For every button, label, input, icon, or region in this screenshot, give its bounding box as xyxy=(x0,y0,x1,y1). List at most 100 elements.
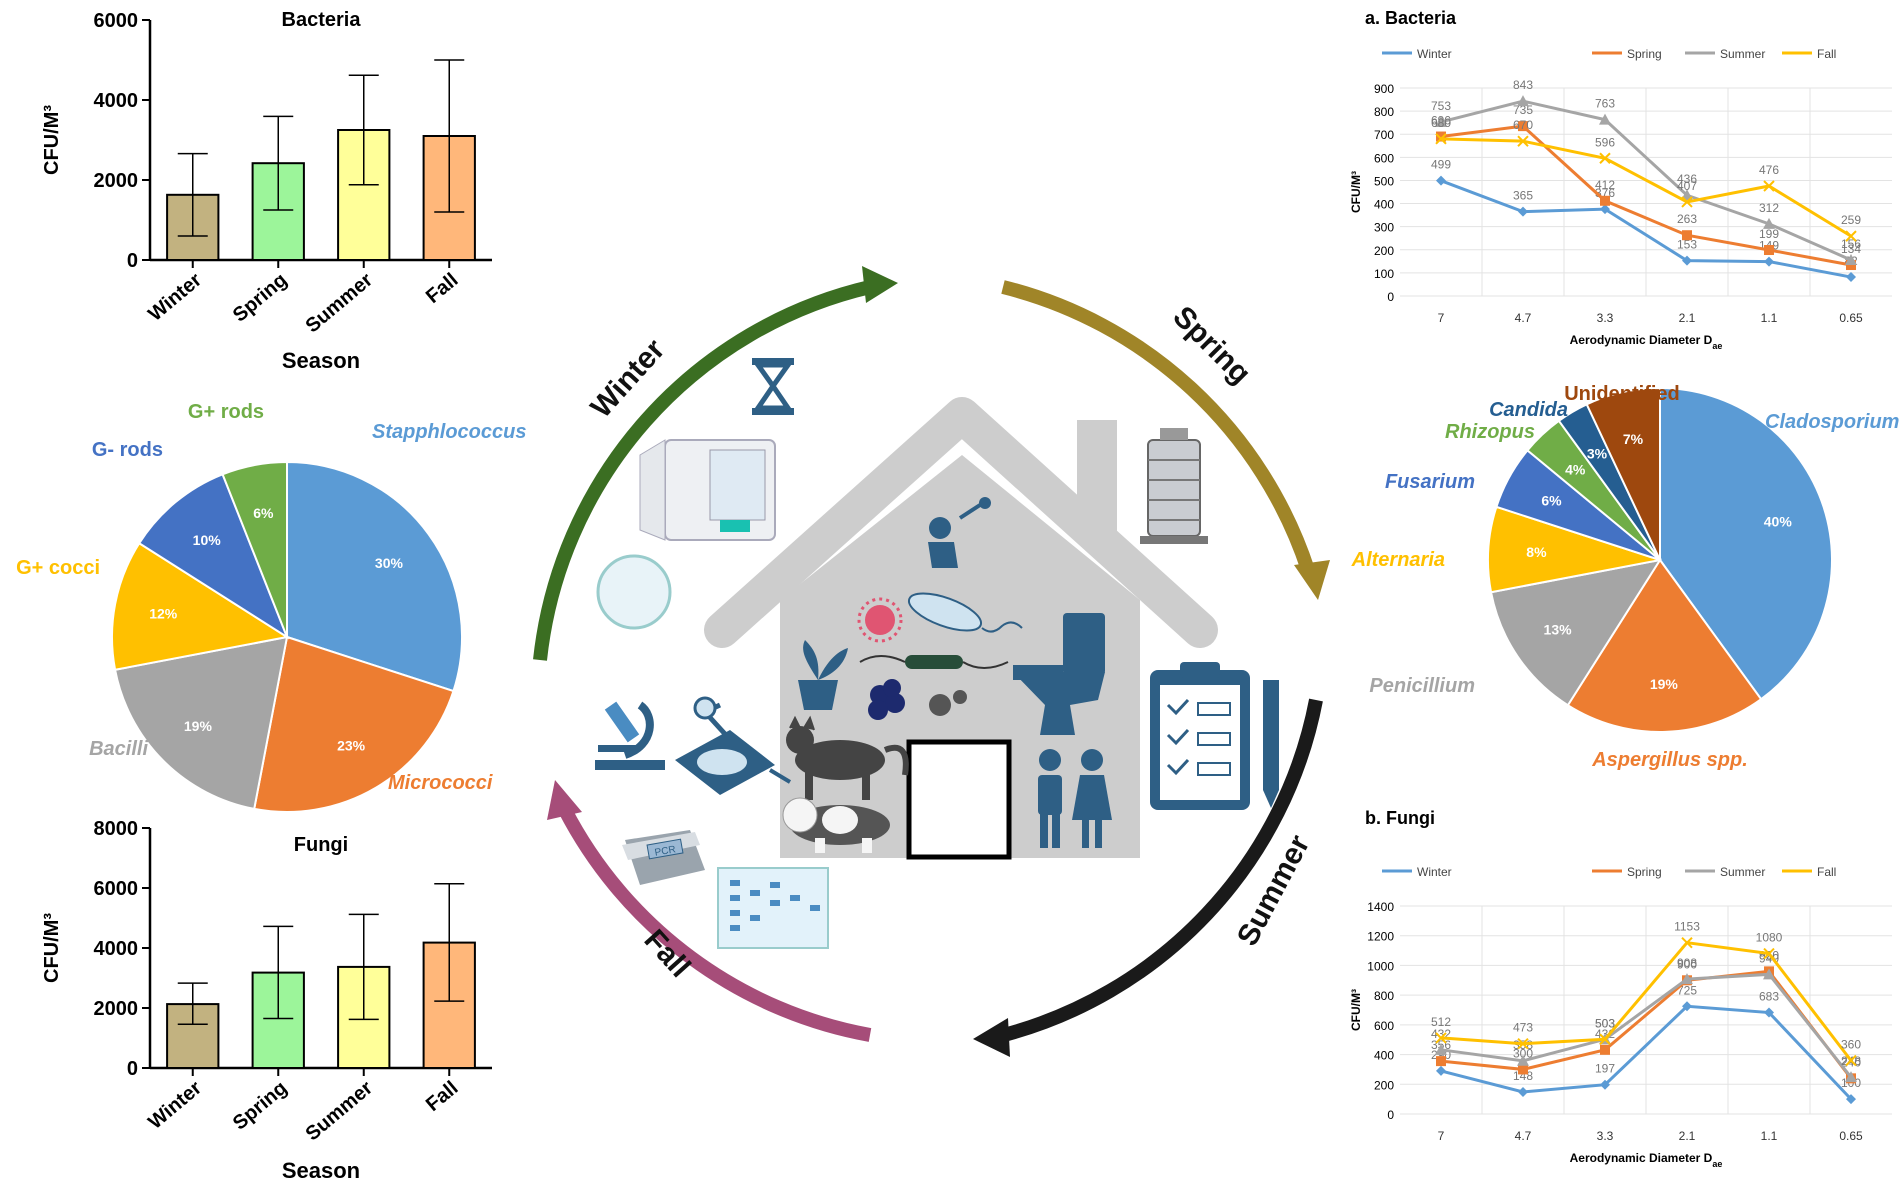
legend-label: Spring xyxy=(1627,47,1662,61)
data-label: 436 xyxy=(1677,172,1697,186)
data-point xyxy=(1763,947,1775,960)
x-axis-title: Aerodynamic Diameter Dae xyxy=(1570,1151,1723,1169)
pie-value-label: 23% xyxy=(337,737,366,753)
pie-value-label: 19% xyxy=(1650,676,1679,692)
x-tick-label: 7 xyxy=(1438,1129,1445,1143)
pie-slice xyxy=(286,460,463,693)
pie-category-label: Cladosporium xyxy=(1765,411,1899,433)
data-point xyxy=(1600,195,1610,206)
pie-value-label: 30% xyxy=(375,555,404,571)
series-line xyxy=(1440,124,1852,267)
x-axis-title-subscript: ae xyxy=(1712,1159,1722,1169)
gel-icon xyxy=(717,867,829,949)
data-point xyxy=(1846,1094,1856,1105)
y-tick-label: 600 xyxy=(1374,1019,1394,1033)
window-icon xyxy=(906,739,1012,860)
data-point xyxy=(1763,217,1775,229)
pie-value-label: 3% xyxy=(1587,445,1608,461)
chart-title: Bacteria xyxy=(282,9,362,31)
x-tick-label: Fall xyxy=(422,269,463,308)
data-label: 312 xyxy=(1759,201,1779,215)
incubator-icon xyxy=(639,439,776,541)
data-point xyxy=(1517,135,1529,147)
data-label: 763 xyxy=(1595,97,1615,111)
data-point xyxy=(1846,260,1856,271)
data-point xyxy=(1764,245,1774,256)
pie-slice xyxy=(111,541,290,671)
pie-value-label: 13% xyxy=(1544,622,1573,638)
pie-category-label: Rhizopus xyxy=(1445,421,1535,443)
pie-value-label: 7% xyxy=(1623,431,1644,447)
data-point xyxy=(1517,1038,1529,1050)
series-line xyxy=(1440,972,1853,1079)
x-tick-label: Summer xyxy=(302,269,378,337)
fall-label: Fall xyxy=(638,923,697,983)
colony-counter-icon xyxy=(675,696,792,795)
data-label: 908 xyxy=(1677,956,1697,970)
x-tick-label: 0.65 xyxy=(1839,311,1863,325)
legend-label: Spring xyxy=(1627,865,1662,879)
series-line xyxy=(1440,941,1853,1062)
data-point xyxy=(1436,131,1446,142)
house-icon xyxy=(704,397,1218,860)
data-point xyxy=(1763,968,1775,980)
data-label: 503 xyxy=(1595,1016,1615,1030)
x-tick-label: 4.7 xyxy=(1515,1129,1532,1143)
y-tick-label: 0 xyxy=(127,1058,138,1080)
x-tick-label: Winter xyxy=(144,269,206,326)
pie-category-label: Micrococci xyxy=(388,772,493,794)
data-label: 360 xyxy=(1841,1038,1861,1052)
pie-value-label: 12% xyxy=(149,605,178,621)
legend-label: Winter xyxy=(1417,47,1452,61)
data-point xyxy=(1517,95,1529,107)
x-tick-label: 0.65 xyxy=(1839,1129,1863,1143)
data-label: 900 xyxy=(1677,957,1697,971)
spring-arrowhead xyxy=(1294,560,1330,600)
pie-value-label: 6% xyxy=(253,505,274,521)
data-label: 259 xyxy=(1841,213,1861,227)
data-label: 134 xyxy=(1841,242,1861,256)
season-cycle: Winter Spring Summer Fall xyxy=(533,266,1330,1057)
y-axis-title: CFU/M³ xyxy=(1349,171,1363,213)
series-line xyxy=(1440,1004,1853,1101)
y-tick-label: 4000 xyxy=(94,938,139,960)
x-axis-title: Aerodynamic Diameter Dae xyxy=(1570,333,1723,351)
pie-category-label: Penicillium xyxy=(1369,675,1475,697)
pie-category-label: Alternaria xyxy=(1351,549,1445,571)
data-point xyxy=(1845,230,1857,242)
legend-label: Summer xyxy=(1720,865,1765,879)
pie-slice xyxy=(1585,386,1661,561)
data-label: 412 xyxy=(1595,178,1615,192)
data-label: 263 xyxy=(1677,212,1697,226)
dog-icon xyxy=(782,797,890,853)
x-tick-label: 4.7 xyxy=(1515,311,1532,325)
data-label: 670 xyxy=(1513,118,1533,132)
data-point xyxy=(1845,1071,1857,1083)
data-point xyxy=(1599,113,1611,125)
bacteria-icon xyxy=(859,592,1023,669)
y-axis-title: CFU/M³ xyxy=(1349,989,1363,1031)
data-point xyxy=(1518,121,1528,132)
cat-icon xyxy=(786,715,909,800)
legend-label: Fall xyxy=(1817,865,1836,879)
y-tick-label: 1400 xyxy=(1367,900,1394,914)
y-tick-label: 700 xyxy=(1374,128,1394,142)
data-point xyxy=(1845,1054,1857,1067)
pie-slice xyxy=(137,472,290,640)
data-point xyxy=(1518,1087,1528,1098)
x-tick-label: 3.3 xyxy=(1597,311,1614,325)
y-tick-label: 500 xyxy=(1374,174,1394,188)
y-tick-label: 2000 xyxy=(94,170,139,192)
data-label: 407 xyxy=(1677,179,1697,193)
data-label: 680 xyxy=(1431,116,1451,130)
pie-category-label: G- rods xyxy=(92,439,163,461)
data-point xyxy=(1763,180,1775,192)
y-tick-label: 800 xyxy=(1374,989,1394,1003)
data-point xyxy=(1681,196,1693,208)
series-line xyxy=(1440,179,1852,279)
y-tick-label: 0 xyxy=(127,250,138,272)
data-label: 596 xyxy=(1595,135,1615,149)
